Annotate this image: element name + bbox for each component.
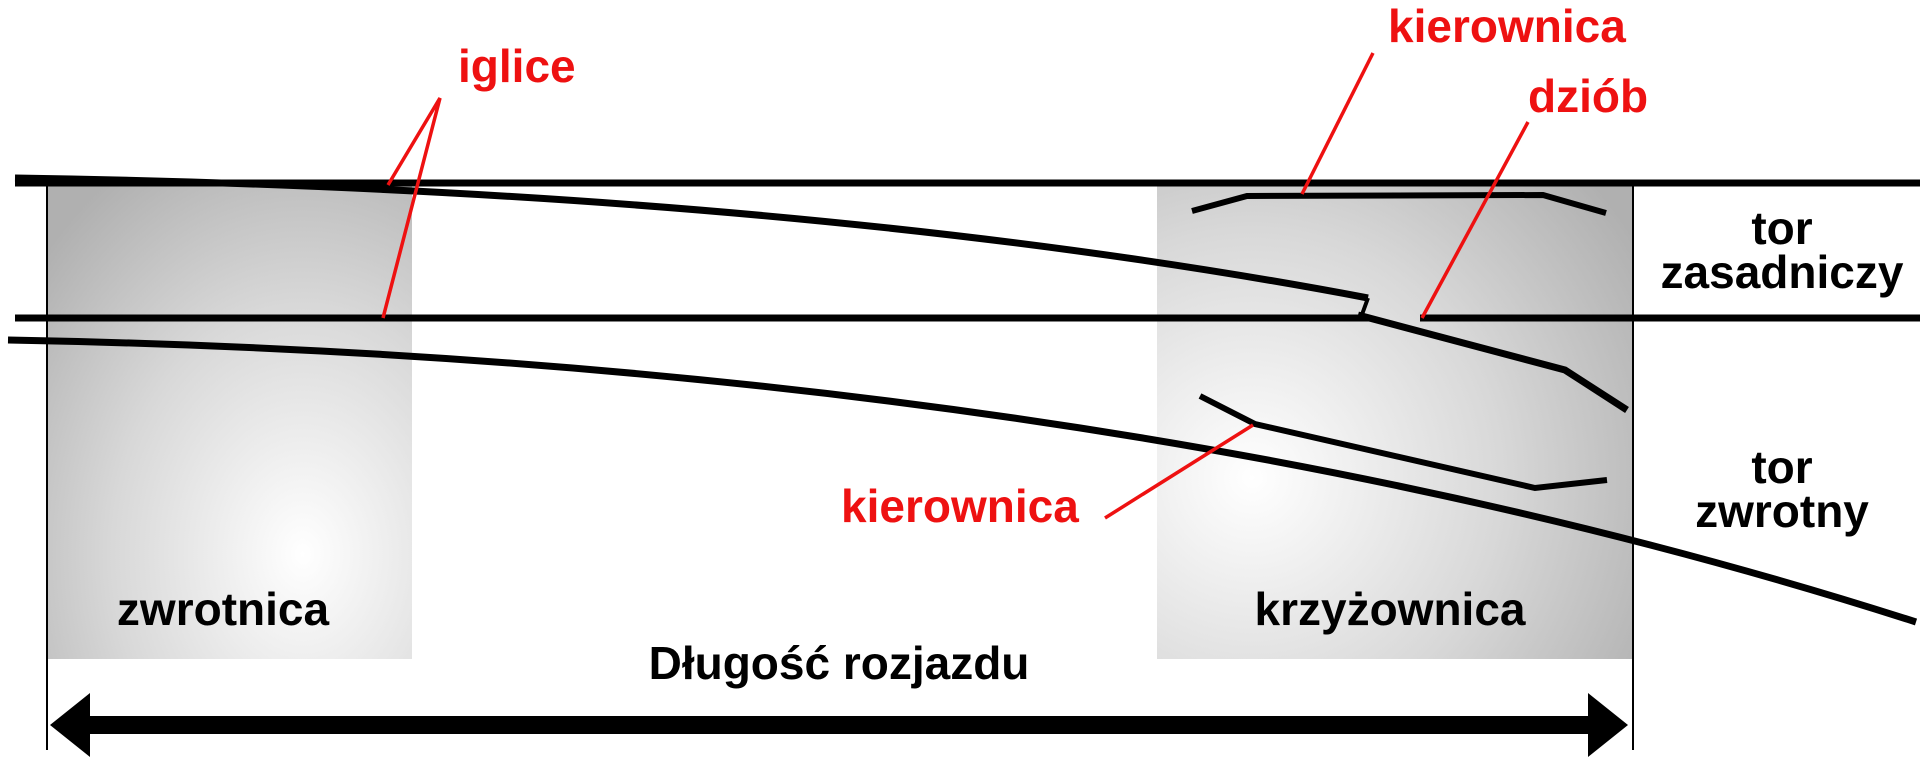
- tor-zasadniczy-line1: tor: [1751, 202, 1812, 254]
- kierownica-top-label: kierownica: [1388, 0, 1626, 52]
- tor-zwrotny-line2: zwrotny: [1695, 485, 1869, 537]
- zwrotnica-label: zwrotnica: [117, 583, 330, 635]
- dziob-label: dziób: [1528, 70, 1648, 122]
- frog-wing-rail: [1357, 311, 1629, 413]
- dziob-leader: [1420, 121, 1530, 319]
- krzyzownica-label: krzyżownica: [1255, 583, 1526, 635]
- tor-zwrotny-line1: tor: [1751, 441, 1812, 493]
- kierownica-top-leader: [1300, 52, 1375, 195]
- diverging-rail-lower: [7, 336, 1918, 626]
- diverging-rail-upper: [14, 174, 1369, 302]
- iglice-leader: [381, 97, 442, 319]
- tor-zasadniczy-line2: zasadniczy: [1661, 246, 1904, 298]
- zwrotnica-zone: [48, 183, 412, 659]
- check-rail-top: [1191, 191, 1607, 216]
- krzyzownica-zone: [1157, 183, 1633, 659]
- kierownica-bottom-leader: [1104, 423, 1254, 520]
- length-label: Długość rozjazdu: [649, 637, 1030, 689]
- length-arrow-head-right: [1588, 693, 1628, 757]
- length-arrow-head-left: [50, 693, 90, 757]
- check-rail-bottom: [1198, 393, 1608, 492]
- frog-nose-tick: [1358, 297, 1370, 321]
- iglice-label: iglice: [458, 40, 576, 92]
- kierownica-bottom-label: kierownica: [841, 480, 1079, 532]
